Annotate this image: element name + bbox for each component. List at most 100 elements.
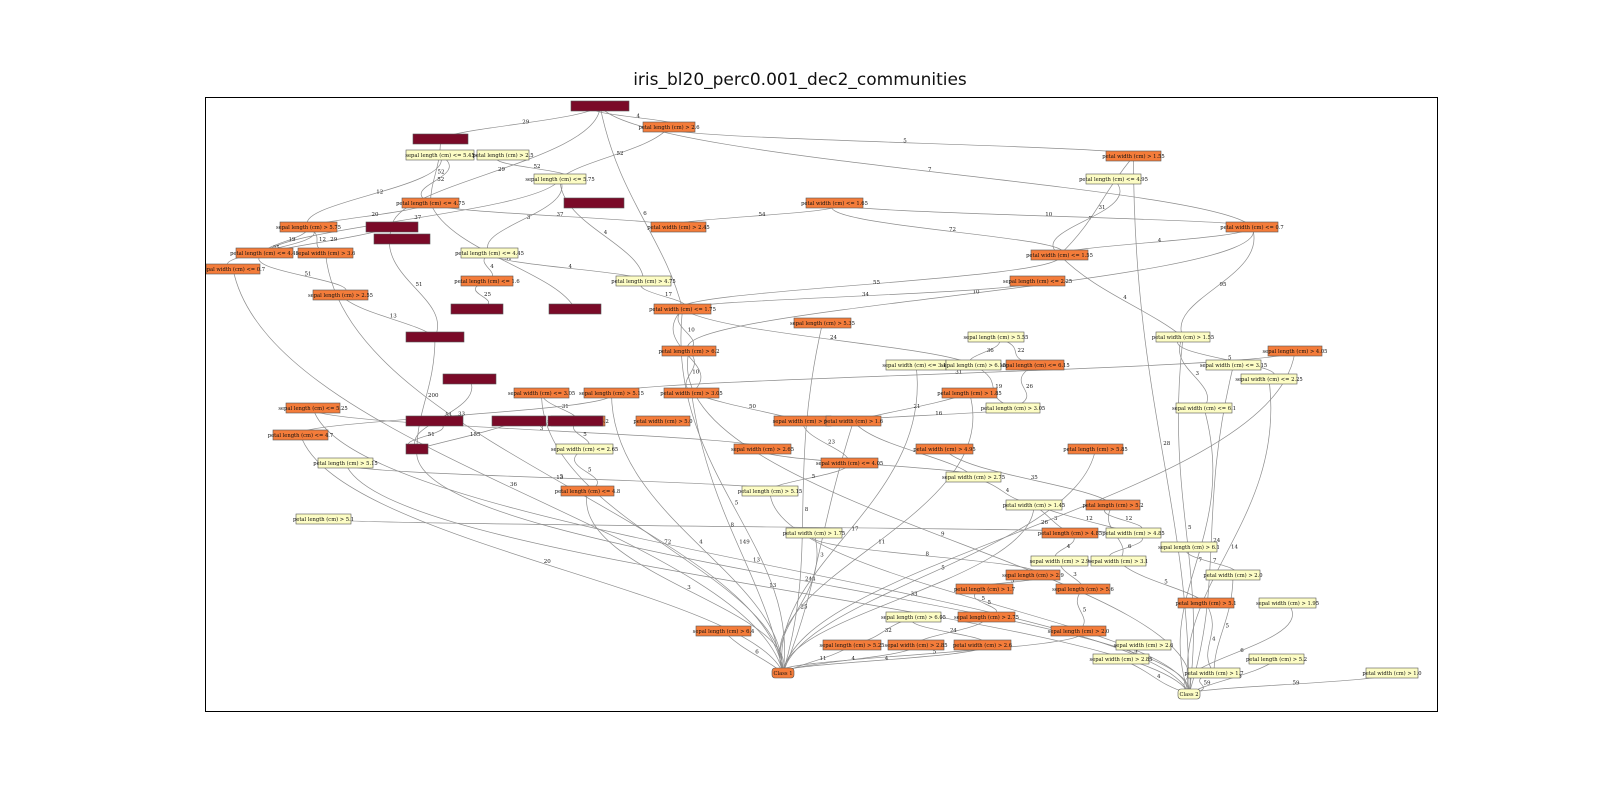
edge-label: 32 [885,628,892,634]
node-label: sepal length (cm) > 5.15 [579,390,644,397]
edge-label: 20 [544,559,551,565]
graph-node: petal length (cm) > 5.1 [293,513,354,525]
edge-label: 5 [933,650,937,656]
graph-node: petal length (cm) > 5.2 [1246,653,1307,665]
edge-label: 5 [982,596,986,602]
graph-node: petal width (cm) > 4.95 [913,443,976,455]
edge [300,392,612,436]
node-box [941,387,998,399]
node-box [1067,443,1124,455]
node-box [365,221,419,233]
edge-label: 33 [458,412,465,418]
edge [1179,336,1208,409]
edge-label: 11 [878,540,885,546]
node-label: sepal width (cm) > 2.65 [731,446,794,453]
graph-node: petal width (cm) > 2.45 [647,221,710,233]
node-box [615,275,672,287]
graph-node: petal length (cm) <= 4.45 [230,247,299,259]
graph-node [365,221,419,233]
graph-node: petal width (cm) > 3.05 [660,387,723,399]
edge [232,268,784,674]
node-label: petal width (cm) > 1.0 [1362,670,1421,677]
graph-node: sepal width (cm) <= 3.15 [882,359,950,371]
edge [682,308,974,366]
node-label: petal length (cm) > 1.7 [954,586,1015,593]
graph-node: sepal length (cm) <= 5.45 [405,149,475,161]
node-box [1187,667,1241,679]
graph-node: sepal length (cm) > 6.05 [881,611,946,623]
edge-label: 4 [1006,488,1010,494]
graph-node: sepal width (cm) <= 3.05 [508,387,575,399]
node-label: sepal length (cm) > 5.55 [964,334,1029,341]
node-box [1030,249,1089,261]
graph-node: petal width (cm) > 1.55 [1152,331,1214,343]
edge-label: 26 [1041,520,1048,526]
node-box [945,359,1002,371]
edge-label: 31 [955,370,962,376]
graph-node: sepal width (cm) <= 2.65 [551,443,618,455]
edge-label: 23 [828,440,835,446]
node-box [272,429,329,441]
edge-label: 10 [973,290,980,296]
edge [1205,602,1215,674]
edge-label: 17 [665,292,672,298]
node-label: petal length (cm) > 4.85 [1038,530,1102,537]
edge-label: 5 [1164,580,1168,586]
node-box [1055,583,1111,595]
node-label: petal length (cm) <= 4.45 [230,250,299,257]
graph-node: petal length (cm) <= 4.8 [555,485,620,497]
node-box [373,233,431,245]
graph-node: sepal width (cm) > 2.9 [1030,555,1089,567]
graph-node: sepal width (cm) > 3.1 [1089,555,1148,567]
node-label: sepal length (cm) > 2.75 [954,614,1019,621]
node-label: petal length (cm) > 6.2 [658,348,719,355]
graph-node: petal width (cm) > 2.0 [1203,569,1263,581]
node-label: petal length (cm) > 5.1 [293,516,354,523]
node-box [570,100,630,112]
node-box [450,303,504,315]
node-label: sepal width (cm) <= 4.05 [816,460,883,467]
node-label: petal length (cm) > 4.75 [611,278,675,285]
node-box [1005,569,1061,581]
node-box [1225,221,1279,233]
edge [780,630,1082,674]
node-label: sepal length (cm) > 2.0 [1048,628,1110,635]
node-label: petal length (cm) > 5.2 [1246,656,1307,663]
edge [1059,226,1253,256]
edge-label: 37 [557,212,564,218]
edge [810,532,1037,576]
edge-label: 7 [1199,558,1203,564]
edge [782,350,1296,674]
edge-label: 11 [820,656,827,662]
node-box [1105,150,1162,162]
edge-label: 14 [1231,544,1238,550]
edge [421,154,450,204]
node-label: sepal length (cm) > 6.4 [693,628,755,635]
edge-label: 29 [522,120,529,126]
graph-node: sepal width (cm) > 2.75 [942,471,1005,483]
edge-label: 51 [505,256,512,262]
node-label: petal width (cm) > 1.75 [783,530,845,537]
edge-label: 52 [437,177,444,183]
edge-label: 59 [1293,680,1300,686]
node-box [460,275,514,287]
node-label: petal width (cm) <= 1.55 [1026,252,1093,259]
node-label: petal width (cm) <= 1.65 [801,200,868,207]
node-box [1050,625,1107,637]
edge-label: 59 [1204,680,1211,686]
node-box [405,443,429,455]
node-box [583,387,640,399]
edge [769,490,1190,695]
edge [782,322,823,674]
edge [258,252,347,296]
graph-node: sepal width (cm) <= 4.05 [816,457,883,469]
edge-label: 13 [753,558,760,564]
edge [782,644,984,674]
node-label: petal length (cm) > 5.85 [1063,446,1127,453]
graph-node: sepal length (cm) > 5.15 [579,387,644,399]
node-box [635,415,691,427]
node-label: petal length (cm) > 5.2 [1082,502,1143,509]
graph-node [405,443,429,455]
edge-label: 52 [617,151,624,157]
